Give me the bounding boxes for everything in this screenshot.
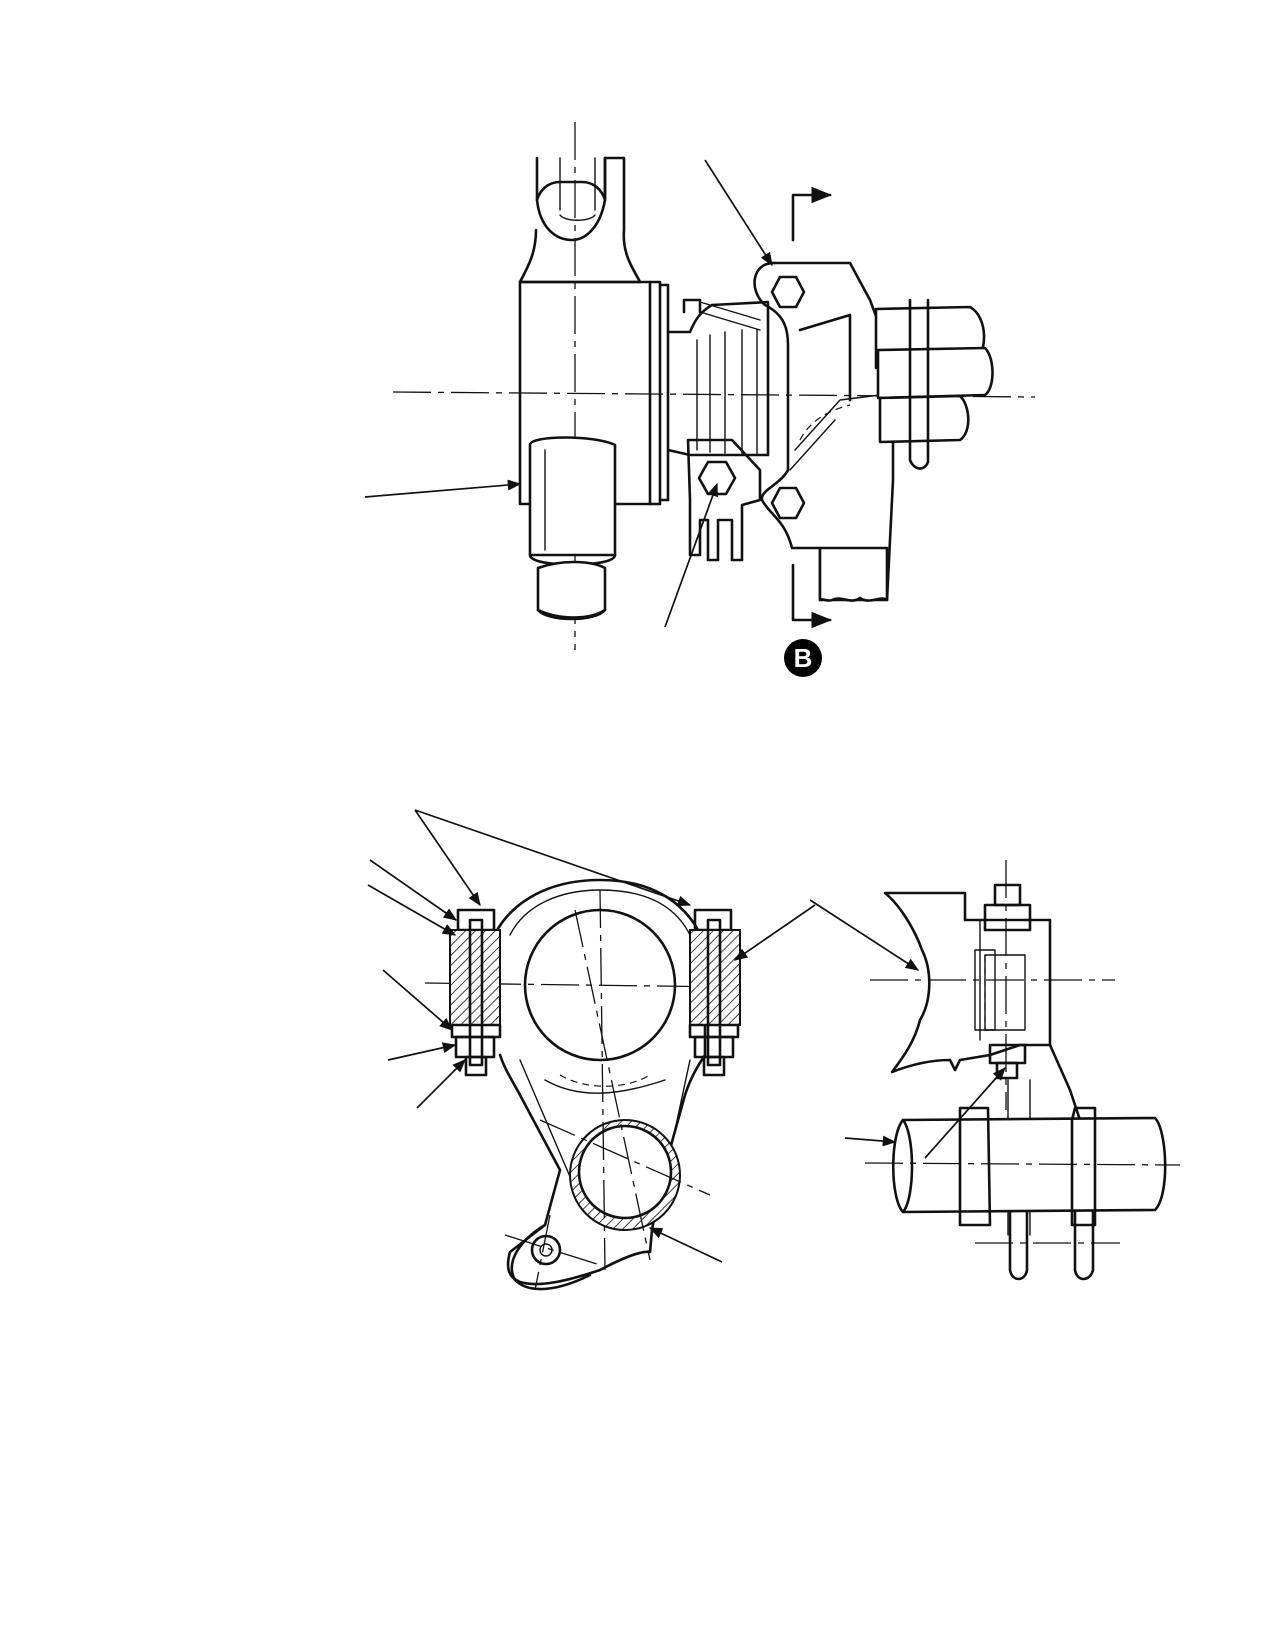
diagonal-centerline-2 (539, 1119, 711, 1196)
view-badge: B (784, 639, 822, 677)
leader-line-left-head-side (369, 859, 458, 921)
leader-line-left-bolt-head (414, 809, 481, 907)
leader-line-clamp-bolt (664, 482, 718, 628)
left-washer (450, 1023, 502, 1039)
leader-line-right-bolt-head (414, 809, 692, 907)
right-washer (688, 1023, 740, 1039)
lower-bore (569, 1119, 681, 1231)
hex-bolt-bracket-bottom (770, 486, 806, 520)
right-clamp-pad (689, 929, 741, 1026)
bottom-section-view (367, 809, 816, 1291)
view-badge-label: B (794, 643, 813, 673)
pivot-bracket (753, 261, 895, 602)
horizontal-tubes (874, 298, 994, 470)
section-arrows (791, 186, 833, 629)
leader-line-left-nut (387, 1042, 457, 1061)
pivot-boss (510, 1223, 592, 1291)
tube-clamps (958, 1106, 1097, 1281)
right-bolt-stack (688, 908, 741, 1077)
leader-line-saddle-nut (924, 1066, 1006, 1159)
leader-line-saddle (809, 899, 920, 971)
bottom-side-view (809, 860, 1181, 1281)
left-bolt-stack (449, 908, 502, 1077)
bracket-web (1048, 1043, 1082, 1122)
saddle-nut-top (983, 903, 1032, 932)
splined-coupling (666, 298, 770, 457)
leader-line-tube (844, 1135, 897, 1147)
right-nut (693, 1035, 735, 1059)
hex-bolt-bracket-top (770, 275, 806, 309)
left-nut (454, 1035, 496, 1059)
section-vertical-centerline (599, 889, 606, 1271)
saddle-bolt (983, 883, 1032, 1080)
section-horizontal-centerline (424, 982, 736, 988)
leader-line-lower-bore (648, 1227, 723, 1263)
boss-centerline-1 (504, 1234, 601, 1266)
leader-line-left-washer (382, 969, 454, 1031)
leader-line-left-cotter (416, 1059, 466, 1109)
saddle-bolt-tip (993, 883, 1022, 907)
leader-line-shaft-housing (364, 479, 522, 498)
saddle-bracket (883, 891, 1052, 1074)
top-assembly-view: B (364, 122, 1036, 677)
lower-clamp (686, 438, 762, 562)
leader-line-right-pad (733, 904, 816, 961)
diagonal-centerline-1 (574, 909, 651, 1261)
leader-line-bracket (704, 159, 773, 267)
vertical-shaft (528, 436, 617, 621)
side-view-centerline-lower (864, 1162, 1181, 1166)
leader-line-left-pad (367, 884, 457, 936)
boss-centerline-2 (534, 1214, 551, 1291)
hex-bolt-lower-clamp (697, 460, 737, 496)
clevis-fork (518, 156, 642, 284)
left-clamp-pad (449, 929, 501, 1026)
